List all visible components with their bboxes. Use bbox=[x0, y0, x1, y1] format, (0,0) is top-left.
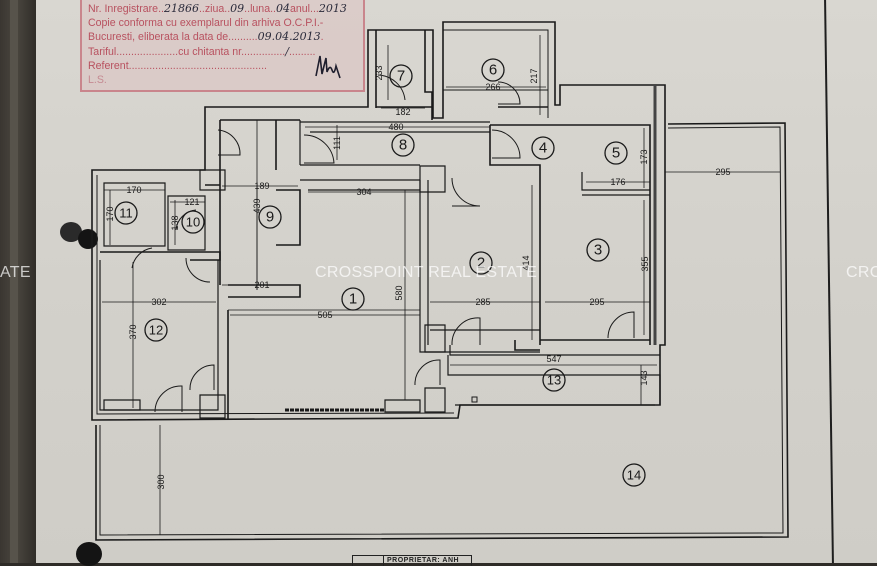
stamp-month-label: luna bbox=[250, 3, 271, 15]
room-3-label: 3 bbox=[594, 242, 602, 259]
room-1-circle bbox=[341, 287, 365, 311]
stamp-registration-number: 21866 bbox=[163, 2, 199, 15]
dim-room12-height: 370 bbox=[128, 324, 138, 339]
title-block-text: PROPRIETAR: ANH bbox=[387, 557, 460, 564]
room-13-circle bbox=[542, 368, 566, 392]
room-1-label: 1 bbox=[349, 291, 357, 308]
paper-sheet bbox=[36, 0, 877, 563]
room-6-circle bbox=[481, 58, 505, 82]
dim-terrace-height: 300 bbox=[156, 474, 166, 489]
dim-room6-height: 217 bbox=[529, 68, 539, 83]
dim-room3-width: 295 bbox=[589, 297, 604, 307]
stamp-referent-label: Referent bbox=[88, 59, 129, 72]
dim-room7-height: 233 bbox=[374, 65, 384, 80]
dim-room3-height: 355 bbox=[640, 256, 650, 271]
room-5-label: 5 bbox=[612, 145, 620, 162]
stamp-month-value: 04 bbox=[275, 2, 290, 15]
stamp-issued-date: 09.04.2013 bbox=[257, 30, 321, 44]
dim-room6-width: 266 bbox=[485, 82, 500, 92]
terrace-outline bbox=[95, 122, 789, 541]
dim-room9-height: 439 bbox=[252, 198, 262, 213]
dim-room9-width: 189 bbox=[254, 181, 269, 191]
stamp-referent-row: Referent................................… bbox=[88, 59, 267, 72]
dim-room5-width: 176 bbox=[610, 177, 625, 187]
stamp-registration-row: Nr. Inregistrare..21866..ziua..09..luna.… bbox=[88, 2, 347, 15]
stamp-copy-row: Copie conforma cu exemplarul din arhiva … bbox=[88, 17, 324, 30]
dim-room2-height: 414 bbox=[521, 255, 531, 270]
room-3-circle bbox=[586, 238, 610, 262]
room-2-label: 2 bbox=[477, 255, 485, 272]
room-2-circle bbox=[469, 251, 493, 275]
dim-room13-width: 547 bbox=[546, 354, 561, 364]
dim-room9-bottom-width: 201 bbox=[254, 280, 269, 290]
dim-room10-height: 138 bbox=[170, 215, 180, 230]
signature-mark bbox=[315, 55, 341, 79]
stamp-ls-row: L.S. bbox=[88, 74, 107, 87]
room-10-label: 10 bbox=[186, 215, 200, 230]
room-5-circle bbox=[604, 141, 628, 165]
dim-terrace-right-width: 295 bbox=[715, 167, 730, 177]
dim-room2-width: 285 bbox=[475, 297, 490, 307]
dim-room8-height: 111 bbox=[332, 136, 342, 150]
room-10-circle bbox=[181, 210, 205, 234]
dim-room11-height: 170 bbox=[105, 206, 115, 221]
watermark-center: CROSSPOINT REAL ESTATE bbox=[315, 264, 538, 281]
room-4-circle bbox=[531, 136, 555, 160]
room-8-circle bbox=[391, 133, 415, 157]
room-6-label: 6 bbox=[489, 62, 497, 79]
dim-room1-top-width: 304 bbox=[356, 187, 371, 197]
stamp-receipt-value: / bbox=[285, 44, 289, 58]
room-4-label: 4 bbox=[539, 140, 547, 157]
room-11-label: 11 bbox=[119, 206, 133, 221]
stamp-fee-label: Tariful bbox=[88, 45, 117, 58]
binder-strip bbox=[10, 0, 18, 563]
stamp-receipt-label: cu chitanta nr bbox=[178, 45, 242, 58]
room-7-circle bbox=[389, 64, 413, 88]
room-9-label: 9 bbox=[266, 209, 274, 226]
dim-room8-width: 480 bbox=[388, 122, 403, 132]
stamp-fee-row: Tariful.....................cu chitanta … bbox=[88, 44, 316, 58]
punch-hole-bottom bbox=[76, 542, 102, 566]
stamp-year-label: anul bbox=[289, 3, 311, 15]
dim-room1-width: 505 bbox=[317, 310, 332, 320]
dim-room7-width: 182 bbox=[395, 107, 410, 117]
room-7-label: 7 bbox=[397, 68, 405, 85]
stamp-registration-label: Nr. Inregistrare bbox=[88, 3, 159, 15]
stamp-issued-row: Bucuresti, eliberata la data de.........… bbox=[88, 30, 324, 44]
dim-room5-height: 173 bbox=[639, 149, 649, 164]
watermark-left-fragment: ATE bbox=[0, 264, 31, 281]
stamp-issued-label: Bucuresti, eliberata la data de bbox=[88, 31, 229, 44]
dim-room11-width: 170 bbox=[126, 185, 141, 195]
room-12-circle bbox=[144, 318, 168, 342]
room-14-circle bbox=[622, 463, 646, 487]
room-12-label: 12 bbox=[149, 323, 163, 338]
stamp-day-value: 09 bbox=[230, 2, 245, 15]
dim-room1-height: 580 bbox=[394, 285, 404, 300]
room-11-circle bbox=[114, 201, 138, 225]
stamp-day-label: ziua bbox=[204, 3, 225, 15]
dim-room10-width: 121 bbox=[184, 197, 199, 207]
watermark-right-fragment: CRC bbox=[846, 264, 877, 281]
room-13-label: 13 bbox=[547, 373, 561, 388]
room-8-label: 8 bbox=[399, 137, 407, 154]
room-9-circle bbox=[258, 205, 282, 229]
room-14-label: 14 bbox=[627, 468, 641, 483]
binder-edge bbox=[0, 0, 40, 563]
punch-hole-top bbox=[78, 229, 98, 249]
title-block: PROPRIETAR: ANH bbox=[352, 555, 472, 566]
dim-room12-width: 302 bbox=[151, 297, 166, 307]
title-block-cell bbox=[353, 556, 384, 566]
punch-hole-top-left bbox=[60, 222, 82, 242]
stamp-year-value: 2013 bbox=[318, 2, 347, 15]
dim-room13-height: 143 bbox=[639, 370, 649, 385]
ocpi-certification-stamp: Nr. Inregistrare..21866..ziua..09..luna.… bbox=[80, 0, 365, 92]
